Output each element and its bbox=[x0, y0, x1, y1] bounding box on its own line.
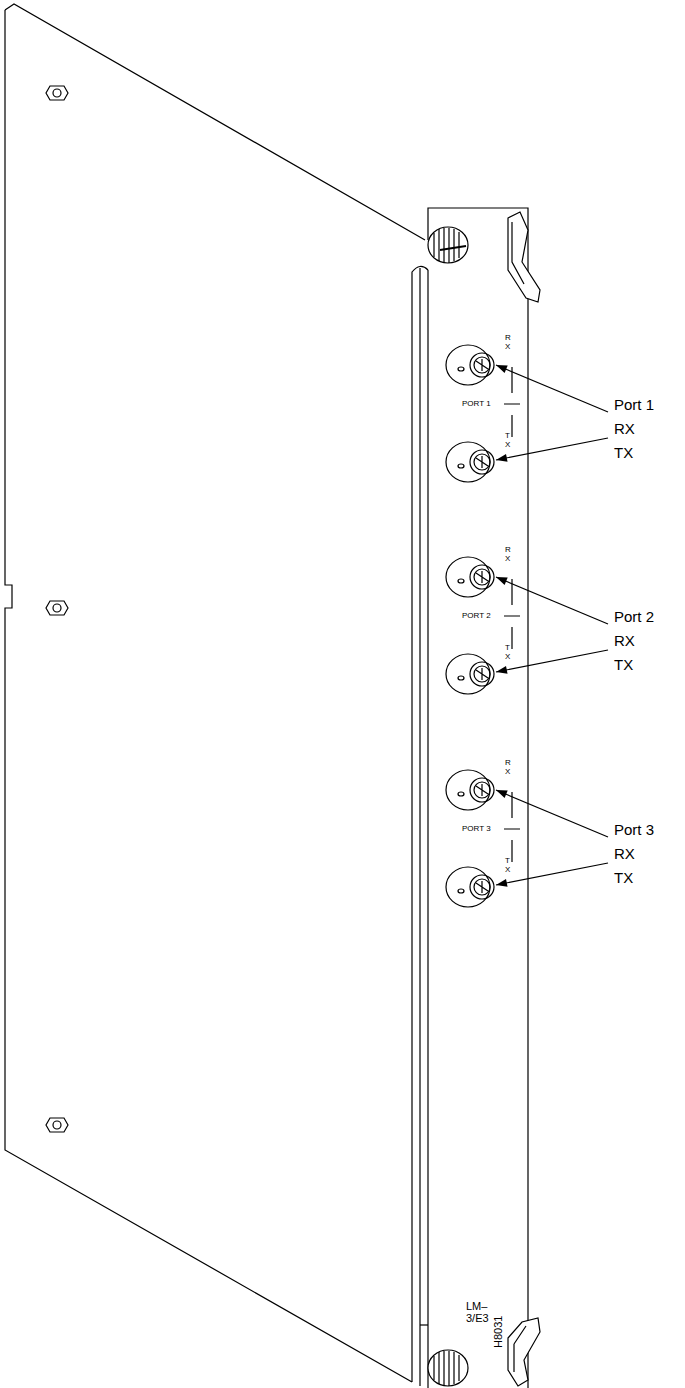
arrowhead bbox=[496, 454, 508, 462]
leader-line bbox=[496, 577, 608, 624]
panel-marking: PORT 2 bbox=[462, 611, 491, 620]
ejector-lever bbox=[512, 222, 524, 284]
bnc-connector bbox=[458, 367, 464, 371]
bnc-connector bbox=[458, 889, 464, 893]
bnc-connector bbox=[470, 353, 494, 377]
faceplate bbox=[420, 1324, 428, 1325]
thumbscrew bbox=[428, 227, 468, 263]
bnc-connector bbox=[458, 792, 464, 796]
module-marking: H8031 bbox=[492, 1316, 505, 1348]
bnc-connector bbox=[470, 450, 494, 474]
bnc-connector bbox=[476, 881, 488, 893]
leader-line bbox=[496, 365, 608, 412]
bnc-connector bbox=[474, 569, 490, 585]
callout-label: RX bbox=[614, 632, 635, 649]
panel-marking: RX bbox=[505, 546, 509, 564]
panel-marking: TX bbox=[505, 857, 509, 875]
bnc-connector bbox=[474, 782, 490, 798]
panel-marking: PORT 1 bbox=[462, 399, 491, 408]
bnc-connector bbox=[474, 357, 490, 373]
leader-line bbox=[496, 790, 608, 837]
arrowhead bbox=[496, 666, 508, 674]
panel-marking: RX bbox=[505, 334, 509, 352]
callout-label: TX bbox=[614, 869, 633, 886]
bnc-connector bbox=[446, 654, 490, 694]
bnc-connector bbox=[470, 565, 494, 589]
arrowhead bbox=[496, 879, 508, 887]
arrowhead bbox=[496, 577, 508, 585]
ejector-lever bbox=[508, 1318, 540, 1386]
board-screws bbox=[46, 86, 68, 1132]
leader-line bbox=[496, 863, 608, 885]
panel-bracket bbox=[504, 792, 520, 862]
callout-label: Port 3 bbox=[614, 821, 654, 838]
bnc-connector bbox=[470, 875, 494, 899]
bnc-connector bbox=[476, 359, 488, 371]
bnc-connector bbox=[476, 784, 488, 796]
bnc-connector bbox=[474, 454, 490, 470]
bnc-connector bbox=[446, 867, 490, 907]
callout-label: RX bbox=[614, 420, 635, 437]
bnc-connector bbox=[446, 770, 490, 810]
panel-marking: PORT 3 bbox=[462, 824, 491, 833]
faceplate bbox=[428, 208, 528, 1388]
ejector-lever bbox=[508, 212, 540, 302]
bnc-connector bbox=[470, 778, 494, 802]
arrowhead bbox=[496, 790, 508, 798]
panel-marking: RX bbox=[505, 759, 509, 777]
bnc-connector bbox=[446, 345, 490, 385]
callout-label: TX bbox=[614, 444, 633, 461]
card-edge-rod bbox=[419, 268, 420, 1386]
panel-marking: TX bbox=[505, 644, 509, 662]
bnc-connector bbox=[470, 662, 494, 686]
bnc-connector bbox=[476, 571, 488, 583]
board-outline bbox=[5, 10, 412, 1382]
bnc-connector bbox=[446, 557, 490, 597]
leader-line bbox=[496, 438, 608, 460]
bnc-connector bbox=[446, 442, 490, 482]
leader-line bbox=[496, 650, 608, 672]
bnc-connector bbox=[476, 456, 488, 468]
callout-label: Port 1 bbox=[614, 396, 654, 413]
bnc-connector bbox=[458, 464, 464, 468]
callout-label: RX bbox=[614, 845, 635, 862]
faceplate bbox=[427, 270, 428, 1388]
bnc-connector bbox=[458, 579, 464, 583]
panel-bracket bbox=[504, 579, 520, 649]
callout-label: Port 2 bbox=[614, 608, 654, 625]
callout-label: TX bbox=[614, 656, 633, 673]
panel-bracket bbox=[504, 367, 520, 437]
bnc-connector bbox=[474, 666, 490, 682]
board-top-edge bbox=[5, 4, 425, 240]
panel-marking: TX bbox=[505, 432, 509, 450]
ejector-lever bbox=[514, 1326, 526, 1372]
bnc-connector bbox=[474, 879, 490, 895]
arrowhead bbox=[496, 365, 508, 373]
bnc-connector bbox=[476, 668, 488, 680]
bnc-connector bbox=[458, 676, 464, 680]
thumbscrew bbox=[428, 1350, 468, 1386]
